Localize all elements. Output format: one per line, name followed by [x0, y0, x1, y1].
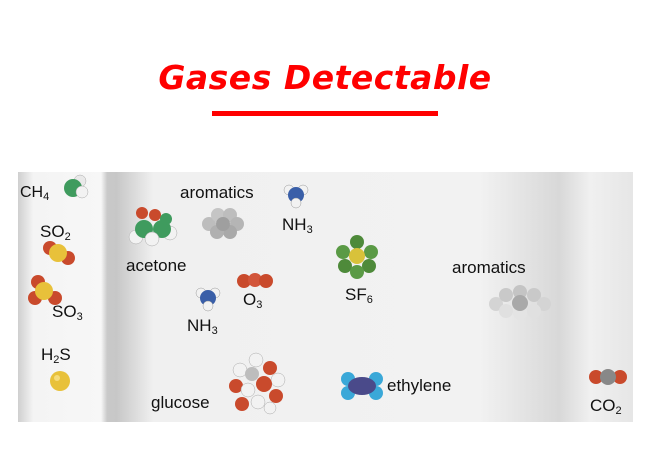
label-aromatics-1: aromatics — [180, 183, 254, 202]
nh3-molecule-icon-mid — [195, 287, 221, 312]
sf6-molecule-icon — [336, 235, 378, 279]
label-nh3-mid: NH3 — [187, 316, 218, 337]
co2-molecule-icon — [589, 369, 627, 385]
ch4-molecule-icon — [64, 174, 89, 199]
label-ethylene: ethylene — [387, 376, 452, 395]
h2s-molecule-icon — [50, 371, 70, 391]
aromatics-molecule-icon — [202, 208, 244, 239]
label-aromatics-2: aromatics — [452, 258, 526, 277]
label-o3: O3 — [243, 290, 263, 311]
label-sf6: SF6 — [345, 285, 373, 306]
label-glucose: glucose — [151, 393, 210, 412]
label-nh3-top: NH3 — [282, 215, 313, 236]
acetone-molecule-icon — [128, 207, 178, 247]
label-h2s: H2S — [41, 345, 71, 366]
label-co2: CO2 — [590, 396, 622, 417]
title-underline — [212, 111, 438, 116]
aromatics-flat-molecule-icon — [489, 285, 551, 320]
label-acetone: acetone — [126, 256, 187, 275]
label-so3: SO3 — [52, 302, 83, 323]
label-ch4: CH4 — [20, 184, 50, 203]
ethylene-molecule-icon — [341, 372, 383, 400]
o3-molecule-icon — [237, 273, 273, 288]
page-title: Gases Detectable — [158, 58, 492, 97]
so2-molecule-icon — [43, 241, 75, 265]
label-so2: SO2 — [40, 222, 71, 243]
glucose-molecule-icon — [229, 352, 286, 415]
nh3-molecule-icon-top — [283, 184, 309, 209]
so3-molecule-icon — [28, 275, 62, 305]
